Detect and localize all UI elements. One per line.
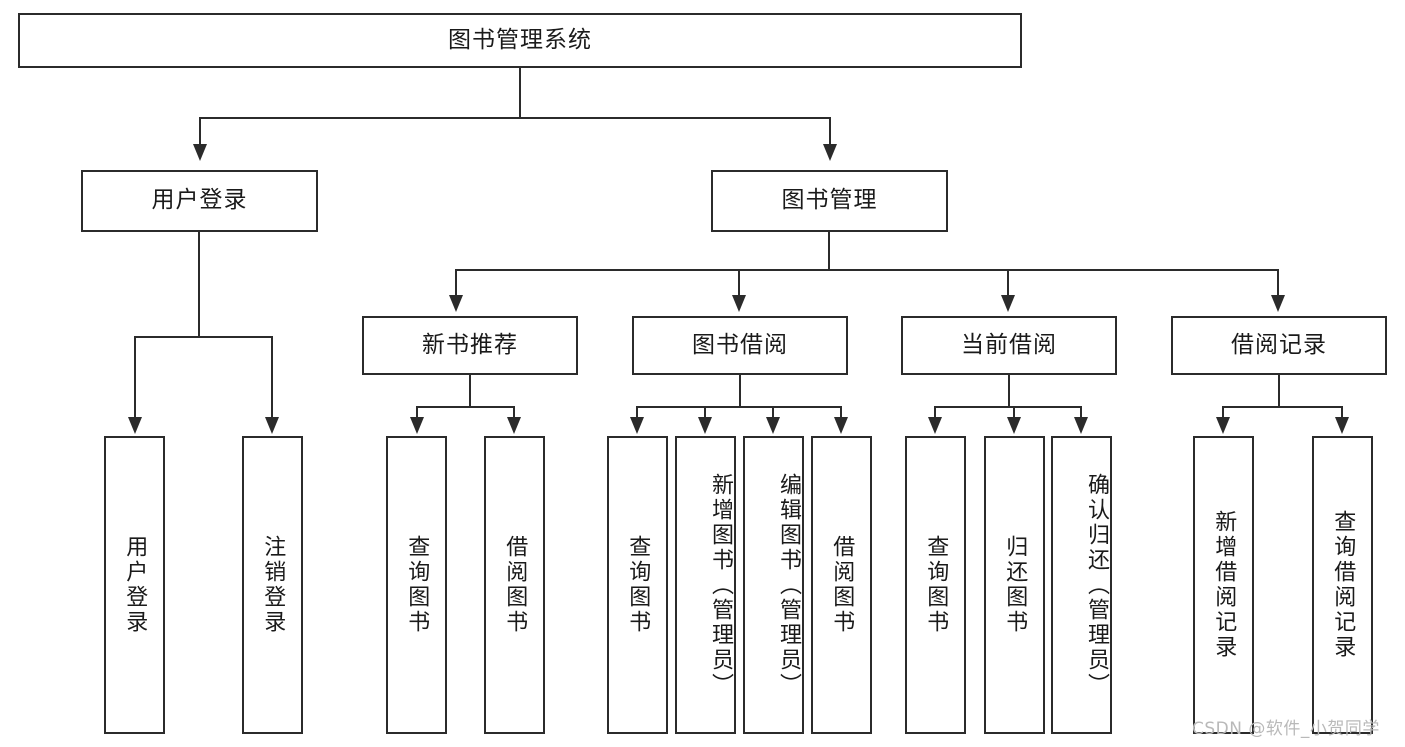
arrowhead-leaf-user-login [128, 417, 142, 434]
node-label: 归还图书 [1002, 535, 1028, 635]
arrowhead-borrow-record [1271, 295, 1285, 312]
edge-current-borrow-stem [1008, 375, 1010, 406]
edge-current-borrow-bus [934, 406, 1081, 408]
edge-new-book-recommend-bus [416, 406, 515, 408]
node-leaf-user-login[interactable]: 用户登录 [104, 436, 165, 734]
node-leaf-query-record[interactable]: 查询借阅记录 [1312, 436, 1373, 734]
node-leaf-add-record[interactable]: 新增借阅记录 [1193, 436, 1254, 734]
edge-drop-current-borrow [1007, 269, 1009, 297]
edge-level3-bus [455, 269, 1279, 271]
node-label: 新增借阅记录 [1211, 510, 1237, 660]
edge-user-login-stem [198, 232, 200, 336]
node-label: 查询图书 [404, 535, 430, 635]
edge-drop-leaf-query-book-2 [636, 406, 638, 419]
node-book-management[interactable]: 图书管理 [711, 170, 948, 232]
edge-root-stem [519, 68, 521, 117]
node-leaf-query-book-3[interactable]: 查询图书 [905, 436, 966, 734]
node-label: 确认归还（管理员） [1084, 472, 1109, 698]
node-label: 新书推荐 [422, 331, 518, 358]
node-label: 用户登录 [151, 187, 248, 214]
edge-book-manage-stem [828, 232, 830, 269]
edge-borrow-record-bus [1222, 406, 1343, 408]
edge-drop-leaf-borrow-book-2 [840, 406, 842, 419]
node-label: 编辑图书（管理员） [776, 472, 801, 698]
node-leaf-confirm-return[interactable]: 确认归还（管理员） [1051, 436, 1112, 734]
arrowhead-leaf-query-record [1335, 417, 1349, 434]
edge-drop-leaf-query-book-1 [416, 406, 418, 419]
node-label: 查询图书 [625, 535, 651, 635]
csdn-watermark: CSDN @软件_小贺同学 [1192, 719, 1380, 739]
arrowhead-leaf-return-book [1007, 417, 1021, 434]
node-root-book-management-system[interactable]: 图书管理系统 [18, 13, 1022, 68]
arrowhead-leaf-query-book-1 [410, 417, 424, 434]
arrowhead-leaf-query-book-2 [630, 417, 644, 434]
arrowhead-new-book-recommend [449, 295, 463, 312]
arrowhead-leaf-confirm-return [1074, 417, 1088, 434]
edge-drop-leaf-query-record [1341, 406, 1343, 419]
node-leaf-add-book[interactable]: 新增图书（管理员） [675, 436, 736, 734]
edge-level2-bus [199, 117, 831, 119]
node-label: 当前借阅 [961, 331, 1057, 358]
edge-drop-leaf-borrow-book-1 [513, 406, 515, 419]
edge-user-login-bus [134, 336, 273, 338]
edge-drop-leaf-add-book [704, 406, 706, 419]
edge-drop-book-borrow [738, 269, 740, 297]
node-label: 注销登录 [260, 535, 286, 635]
arrowhead-book-manage [823, 144, 837, 161]
node-label: 用户登录 [122, 535, 148, 635]
arrowhead-current-borrow [1001, 295, 1015, 312]
edge-drop-leaf-query-book-3 [934, 406, 936, 419]
node-label: 图书借阅 [692, 331, 788, 358]
node-user-login[interactable]: 用户登录 [81, 170, 318, 232]
node-label: 查询图书 [923, 535, 949, 635]
edge-drop-borrow-record [1277, 269, 1279, 297]
node-leaf-edit-book[interactable]: 编辑图书（管理员） [743, 436, 804, 734]
node-label: 借阅图书 [502, 535, 528, 635]
edge-drop-leaf-confirm-return [1080, 406, 1082, 419]
node-label: 图书管理 [781, 187, 878, 214]
arrowhead-book-borrow [732, 295, 746, 312]
node-label: 新增图书（管理员） [708, 472, 733, 698]
arrowhead-leaf-edit-book [766, 417, 780, 434]
arrowhead-leaf-borrow-book-1 [507, 417, 521, 434]
arrowhead-leaf-add-book [698, 417, 712, 434]
edge-drop-book-manage [829, 117, 831, 146]
node-new-book-recommend[interactable]: 新书推荐 [362, 316, 578, 375]
node-leaf-query-book-2[interactable]: 查询图书 [607, 436, 668, 734]
node-current-borrow[interactable]: 当前借阅 [901, 316, 1117, 375]
edge-book-borrow-bus [636, 406, 841, 408]
arrowhead-user-login [193, 144, 207, 161]
node-leaf-borrow-book-2[interactable]: 借阅图书 [811, 436, 872, 734]
edge-drop-user-login [199, 117, 201, 146]
node-label: 查询借阅记录 [1330, 510, 1356, 660]
node-leaf-borrow-book-1[interactable]: 借阅图书 [484, 436, 545, 734]
edge-drop-leaf-logout-login [271, 336, 273, 419]
node-borrow-record[interactable]: 借阅记录 [1171, 316, 1387, 375]
arrowhead-leaf-add-record [1216, 417, 1230, 434]
node-leaf-query-book-1[interactable]: 查询图书 [386, 436, 447, 734]
node-leaf-logout-login[interactable]: 注销登录 [242, 436, 303, 734]
arrowhead-leaf-query-book-3 [928, 417, 942, 434]
edge-drop-leaf-user-login [134, 336, 136, 419]
edge-drop-leaf-add-record [1222, 406, 1224, 419]
node-leaf-return-book[interactable]: 归还图书 [984, 436, 1045, 734]
edge-drop-leaf-edit-book [772, 406, 774, 419]
node-label: 借阅图书 [829, 535, 855, 635]
edge-drop-new-book-recommend [455, 269, 457, 297]
edge-new-book-recommend-stem [469, 375, 471, 406]
arrowhead-leaf-borrow-book-2 [834, 417, 848, 434]
edge-book-borrow-stem [739, 375, 741, 406]
edge-drop-leaf-return-book [1013, 406, 1015, 419]
node-label: 借阅记录 [1231, 331, 1327, 358]
arrowhead-leaf-logout-login [265, 417, 279, 434]
node-book-borrow[interactable]: 图书借阅 [632, 316, 848, 375]
edge-borrow-record-stem [1278, 375, 1280, 406]
node-label: 图书管理系统 [448, 26, 592, 53]
